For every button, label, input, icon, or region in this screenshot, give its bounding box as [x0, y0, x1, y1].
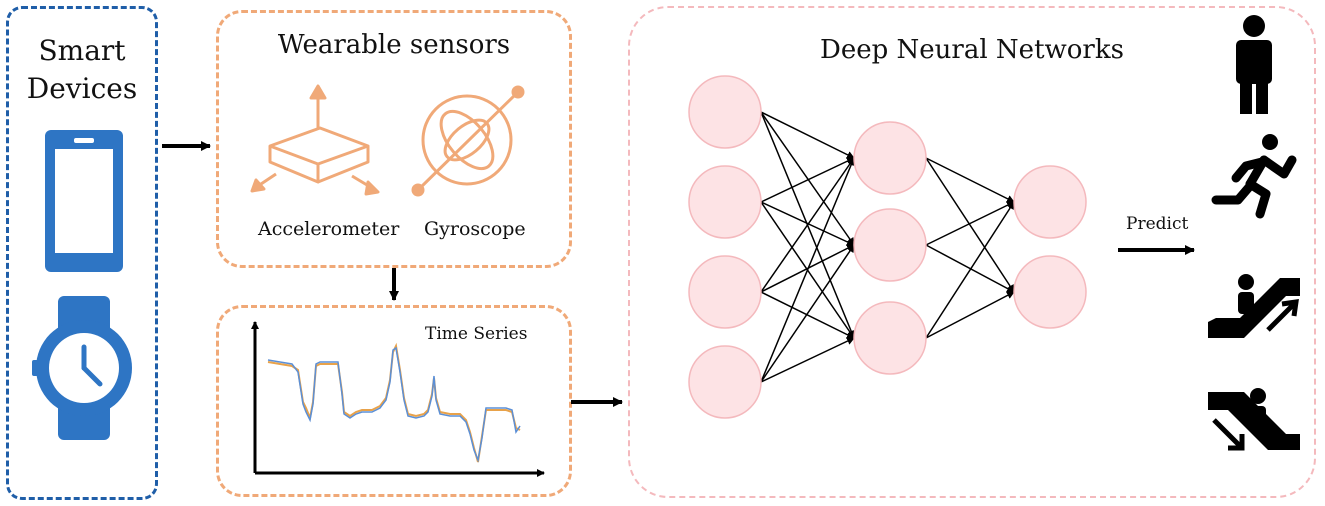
escalator-down-icon	[1208, 388, 1300, 451]
nn-edge	[760, 244, 855, 383]
predict-label: Predict	[1126, 214, 1189, 234]
smartphone-icon	[45, 130, 123, 272]
time-series-title: Time Series	[425, 324, 528, 344]
nn-node-layer-1	[688, 165, 762, 239]
running-icon	[1211, 134, 1297, 219]
nn-node-layer-1	[688, 255, 762, 329]
gyroscope-icon	[411, 85, 525, 197]
time-series-line-blue	[267, 346, 521, 463]
wearable-sensors-title: Wearable sensors	[277, 30, 511, 60]
nn-edge	[760, 157, 855, 293]
standing-icon	[1236, 15, 1272, 114]
accelerometer-label: Accelerometer	[258, 218, 400, 240]
smart-devices-title: Smart Devices	[26, 34, 138, 105]
nn-node-layer-2	[853, 121, 927, 195]
time-series-line-orange	[267, 342, 521, 463]
gyroscope-label: Gyroscope	[424, 218, 526, 240]
nn-edge	[760, 111, 855, 246]
deep-neural-networks-title: Deep Neural Networks	[820, 35, 1124, 65]
nn-edge	[925, 157, 1015, 293]
nn-edge	[925, 201, 1015, 246]
nn-node-layer-1	[688, 75, 762, 149]
nn-edge	[925, 244, 1015, 293]
nn-node-layer-3	[1013, 165, 1087, 239]
nn-edge	[925, 291, 1015, 339]
nn-edge	[760, 201, 855, 246]
nn-edge	[760, 111, 855, 159]
nn-edge	[925, 201, 1015, 339]
wearable-sensors-panel	[216, 10, 572, 268]
smartwatch-icon	[32, 296, 132, 440]
nn-edge	[925, 157, 1015, 203]
nn-edge	[760, 157, 856, 383]
accelerometer-icon	[250, 84, 380, 196]
nn-node-layer-2	[853, 301, 927, 375]
nn-edge	[760, 157, 855, 203]
deep-neural-networks-panel	[628, 6, 1316, 498]
escalator-up-icon	[1208, 274, 1300, 338]
nn-edge	[760, 291, 855, 339]
smart-devices-panel	[6, 6, 158, 500]
neural-network	[688, 75, 1087, 419]
time-series-axes	[251, 321, 545, 477]
nn-edge	[760, 337, 855, 383]
time-series-panel	[216, 305, 572, 497]
nn-node-layer-2	[853, 208, 927, 282]
nn-node-layer-3	[1013, 255, 1087, 329]
nn-node-layer-1	[688, 345, 762, 419]
